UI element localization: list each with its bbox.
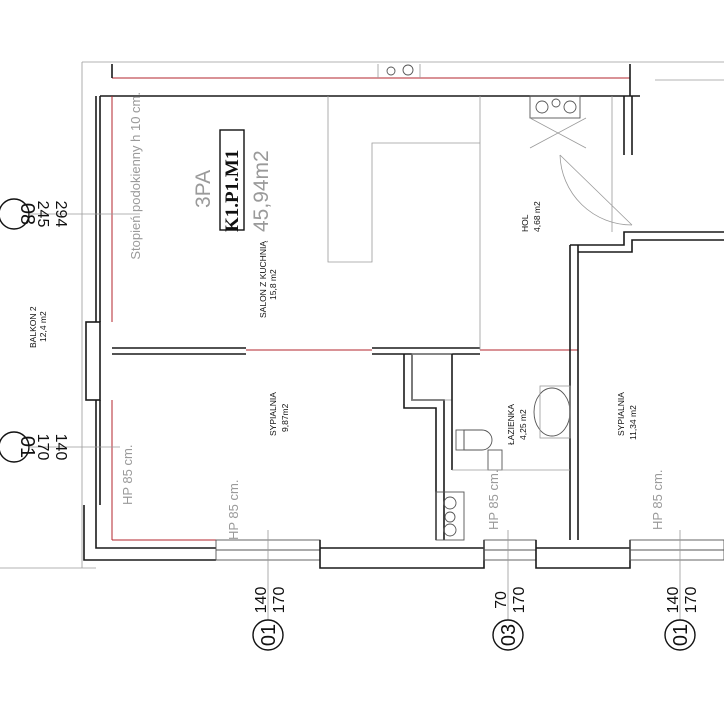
window-tag-01-bottom-left-number: 01 <box>258 624 280 646</box>
room-lazienka-name: ŁAZIENKA <box>506 404 516 445</box>
window-tag-01-bottom-right-top: 140 <box>665 587 682 614</box>
room-lazienka-area: 4,25 m2 <box>518 409 528 440</box>
note-hp-sypialnia2: HP 85 cm. <box>650 470 665 530</box>
window-tag-01-bottom-right-number: 01 <box>670 624 692 646</box>
room-balkon-name: BALKON 2 <box>28 306 38 348</box>
room-hol-name: HOL <box>520 214 530 232</box>
window-tag-01-bottom-left-top: 140 <box>253 587 270 614</box>
window-tag-01-left-top: 170 <box>34 434 51 461</box>
room-sypialnia2-name: SYPIALNIA <box>616 392 626 436</box>
kitchen-hob <box>529 95 587 149</box>
room-balkon-area: 12,4 m2 <box>38 311 48 342</box>
window-tag-01-bottom-left: 140 170 01 <box>252 530 288 651</box>
window-tag-03-bottom: 70 170 03 <box>492 530 528 651</box>
window-tag-01-bottom-left-bottom: 170 <box>271 587 288 614</box>
window-tag-08: 08 245 294 <box>0 198 140 230</box>
note-stopien: Stopień podokienny h 10 cm. <box>128 92 143 260</box>
room-sypialnia2-area: 11,34 m2 <box>628 405 638 440</box>
notes: Stopień podokienny h 10 cm. HP 85 cm. HP… <box>120 92 665 540</box>
note-hp-left: HP 85 cm. <box>120 445 135 505</box>
window-tag-08-top: 245 <box>34 201 51 228</box>
window-tag-03-bottom-bottom: 170 <box>511 587 528 614</box>
window-tag-08-number: 08 <box>16 203 38 225</box>
bottom-wall <box>215 539 724 569</box>
window-tag-01-bottom-right-bottom: 170 <box>683 587 700 614</box>
room-salon-area: 15,8 m2 <box>268 269 278 300</box>
note-hp-sypialnia1: HP 85 cm. <box>226 480 241 540</box>
toilet <box>463 429 493 451</box>
window-tag-01-left: 01 170 140 <box>0 431 120 463</box>
window-tag-03-bottom-top: 70 <box>493 591 510 609</box>
unit-type: 3PA <box>192 170 215 208</box>
window-tag-01-left-bottom: 140 <box>52 434 69 461</box>
left-wall <box>0 62 216 569</box>
room-sypialnia1-area: 9,87m2 <box>280 403 290 432</box>
room-salon-name: SALON Z KUCHNIĄ <box>258 241 268 318</box>
shower <box>487 449 503 471</box>
window-tag-01-bottom-right: 140 170 01 <box>664 530 700 651</box>
unit-code: K1.P1.M1 <box>222 150 243 232</box>
bathroom-fixtures <box>452 385 571 471</box>
washbasin <box>533 387 571 437</box>
top-wall <box>82 61 724 97</box>
window-tag-08-bottom: 294 <box>52 201 69 228</box>
room-hol-area: 4,68 m2 <box>532 201 542 232</box>
room-sypialnia1-name: SYPIALNIA <box>268 392 278 436</box>
unit-area: 45,94m2 <box>250 150 273 232</box>
bedroom1-hob <box>435 491 465 541</box>
top-stove <box>386 64 414 76</box>
window-tag-03-bottom-number: 03 <box>498 624 520 646</box>
window-tag-01-left-number: 01 <box>16 436 38 458</box>
room-labels: SALON Z KUCHNIĄ 15,8 m2 HOL 4,68 m2 SYPI… <box>28 201 638 445</box>
interior-walls <box>112 96 724 540</box>
note-hp-lazienka: HP 85 cm. <box>486 470 501 530</box>
unit-label: K1.P1.M1 45,94m2 3PA <box>192 129 273 232</box>
